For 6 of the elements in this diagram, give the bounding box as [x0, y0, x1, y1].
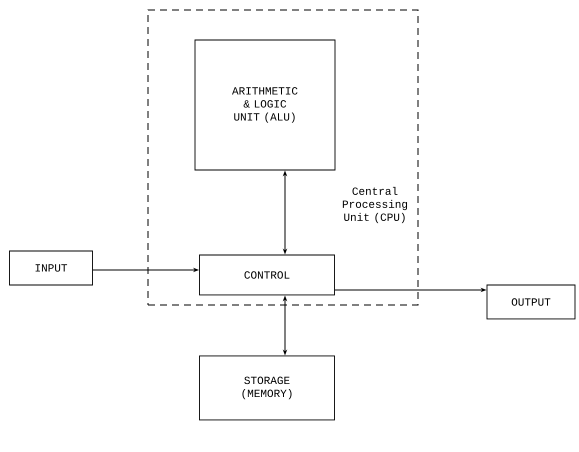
unit-box: ARITHMETIC & LOGIC UNIT (ALU): [194, 40, 336, 170]
process-box: STORAGE (MEMORY): [199, 356, 335, 420]
process-box: CONTROL: [199, 254, 335, 296]
region-label: Central Processing Unit (CPU): [342, 186, 408, 224]
process-box: OUTPUT: [486, 284, 576, 320]
process-box: INPUT: [9, 250, 93, 286]
